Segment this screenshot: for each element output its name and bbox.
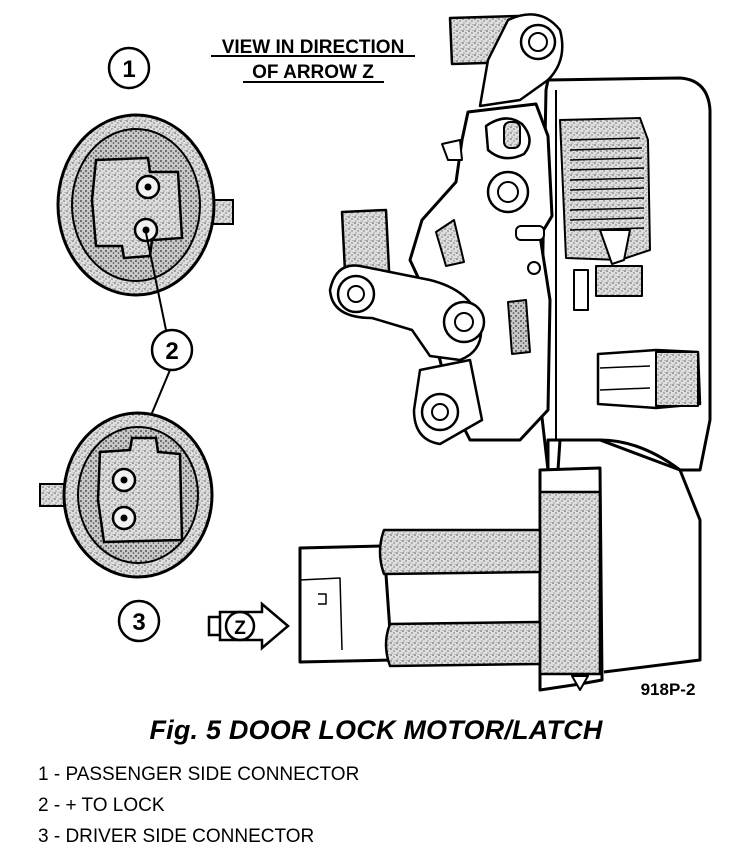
callout-1-label: 1: [122, 56, 135, 83]
passenger-side-connector: [56, 113, 234, 297]
view-direction-title: VIEW IN DIRECTION OF ARROW Z: [211, 37, 415, 83]
arrow-z-label: Z: [234, 618, 246, 639]
callout-1: 1: [107, 46, 151, 90]
callout-3-label: 3: [132, 609, 145, 636]
legend-item-2: 2 - + TO LOCK: [38, 795, 165, 816]
callout-3: 3: [117, 599, 161, 643]
arrow-z: Z: [207, 601, 290, 651]
callout-2: 2: [150, 328, 194, 372]
legend-item-3: 3 - DRIVER SIDE CONNECTOR: [38, 826, 315, 847]
callout-2-label: 2: [165, 338, 178, 365]
door-latch-assembly: [298, 13, 712, 692]
legend-item-1: 1 - PASSENGER SIDE CONNECTOR: [38, 764, 360, 785]
door-lock-diagram: VIEW IN DIRECTION OF ARROW Z 1 2: [39, 13, 712, 699]
figure-code: 918P-2: [641, 680, 696, 699]
driver-side-connector: [39, 411, 214, 579]
view-title-line1: VIEW IN DIRECTION: [222, 37, 405, 58]
leader-line-upper: [145, 232, 167, 331]
figure-caption: Fig. 5 DOOR LOCK MOTOR/LATCH: [149, 715, 603, 745]
view-title-line2: OF ARROW Z: [252, 62, 374, 83]
